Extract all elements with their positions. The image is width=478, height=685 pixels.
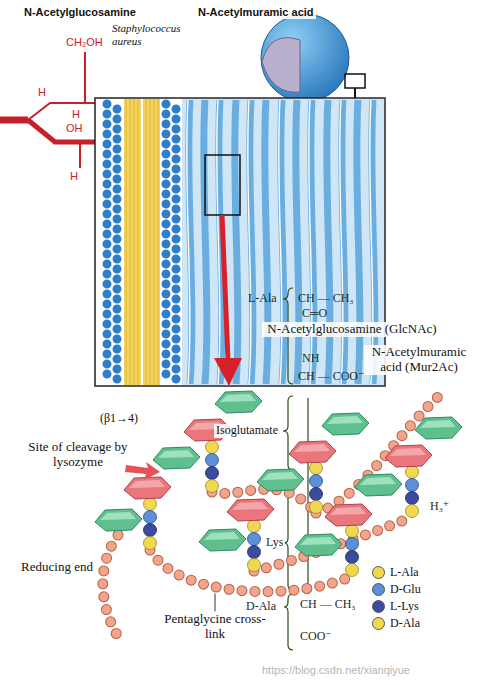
title-label: N-Acetylmuramic acid xyxy=(196,6,316,19)
bond-label: (β1→4) xyxy=(100,412,138,426)
legend-swatch xyxy=(372,617,385,630)
organism-label: Staphylococcus aureus xyxy=(110,22,196,47)
residue-label: Lys xyxy=(264,536,285,550)
residue-label: Isoglutamate xyxy=(214,424,280,438)
legend-item: L-Lys xyxy=(372,599,419,614)
atom-label: OH xyxy=(66,122,83,135)
sugar-ring xyxy=(0,52,95,168)
chemical-group: CH — CH₃ xyxy=(300,598,356,612)
cleavage-arrow xyxy=(125,462,160,480)
legend-text: L-Lys xyxy=(390,599,419,614)
chemical-group: NH xyxy=(302,352,319,366)
atom-label: H xyxy=(38,86,46,99)
legend-swatch xyxy=(372,600,385,613)
chemical-group: CH — COO⁻ xyxy=(298,370,364,384)
legend-item: D-Ala xyxy=(372,616,420,631)
atom-label: H xyxy=(72,108,80,121)
legend-text: D-Glu xyxy=(390,582,421,597)
atom-label: H xyxy=(70,170,78,183)
chemical-group: C═O xyxy=(302,307,327,321)
glycan-strand xyxy=(95,391,462,556)
sugar-label: N-Acetylmuramic acid (Mur2Ac) xyxy=(364,345,474,375)
sugar-label: N-Acetylglucosamine (GlcNAc) xyxy=(262,322,442,337)
callout-label: Reducing end xyxy=(18,560,96,575)
atom-label: CH₂OH xyxy=(66,36,103,49)
legend-item: L-Ala xyxy=(372,565,419,580)
chemical-group: COO⁻ xyxy=(300,630,332,644)
chemical-group: H₃⁺ xyxy=(428,500,451,514)
residue-label: L-Ala xyxy=(248,292,277,306)
legend-text: D-Ala xyxy=(390,616,420,631)
callout-label: Site of cleavage by lysozyme xyxy=(28,440,128,470)
peptide-chain xyxy=(144,441,419,577)
legend-text: L-Ala xyxy=(390,565,419,580)
pentaglycine-chain xyxy=(103,395,440,640)
chemical-group: CH — CH₃ xyxy=(298,292,354,306)
cell-wall-inset xyxy=(95,98,385,386)
callout-label: Pentaglycine cross-link xyxy=(160,612,270,642)
title-label: N-Acetylglucosamine xyxy=(24,6,136,19)
legend-swatch xyxy=(372,566,385,579)
zoom-arrow xyxy=(214,215,242,386)
legend-item: D-Glu xyxy=(372,582,421,597)
legend-swatch xyxy=(372,583,385,596)
watermark: https://blog.csdn.net/xianqiyue xyxy=(262,664,410,677)
